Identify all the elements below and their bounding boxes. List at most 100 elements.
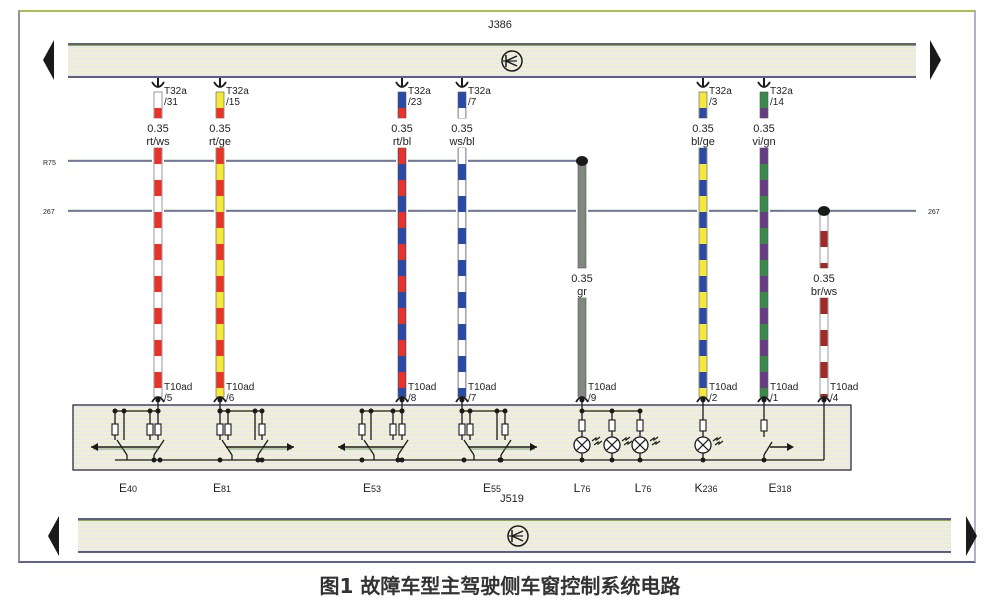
wire-color-label: rt/bl (393, 136, 411, 148)
wire-stripe (820, 298, 828, 314)
component-label-k236: K236 (694, 481, 717, 495)
wire-stripe (398, 244, 406, 260)
component-label-e55: E55 (483, 481, 501, 495)
junction-dot (121, 408, 127, 414)
module-j386: J386 (43, 19, 941, 80)
resistor-icon (608, 419, 616, 432)
bottom-connector-label: T10ad (408, 382, 436, 393)
wire-stripe (154, 340, 162, 356)
wire-stripe (760, 276, 768, 292)
wire-stripe (699, 276, 707, 292)
junction-dot (502, 408, 508, 414)
wire-gauge-label: 0.35 (813, 273, 834, 285)
component-label-e40: E40 (119, 481, 137, 495)
wire-stripe (458, 212, 466, 228)
wire-stripe (216, 180, 224, 196)
connector-icon (696, 396, 710, 403)
wire-stripe (578, 298, 586, 314)
bus-r75: R75 (43, 159, 582, 167)
junction-dot (390, 408, 396, 414)
top-pin-label: /7 (468, 97, 477, 108)
wire-color-label: vi/gn (752, 136, 775, 148)
module-j386-label: J386 (488, 19, 512, 31)
module-j519-components (72, 400, 852, 471)
arrow-icon (287, 443, 294, 451)
left-arrow-icon (48, 516, 59, 556)
bottom-pin-label: /8 (408, 393, 417, 404)
wire-stripe (154, 244, 162, 260)
switch-lever (763, 441, 773, 456)
junction-dot (252, 408, 258, 414)
diagram-frame (18, 10, 976, 563)
arrow-icon (787, 443, 794, 451)
wire-stripe (458, 308, 466, 324)
connector-icon (757, 396, 771, 403)
wire-stripe (458, 180, 466, 196)
figure-caption: 图1 故障车型主驾驶侧车窗控制系统电路 (319, 574, 681, 598)
lamp-cross (696, 438, 710, 452)
wire-stripe (578, 245, 586, 261)
bottom-pin-label: /7 (468, 393, 477, 404)
wiring-diagram: J386 R75 267 267 T32a/310.35rt/wsT10ad/5… (43, 19, 977, 556)
light-rays-icon (621, 436, 633, 446)
bottom-pin-label: /4 (830, 393, 839, 404)
top-pin-label: /3 (709, 97, 718, 108)
junction-dot (359, 457, 365, 463)
module-j519 (48, 516, 977, 556)
wire-stripe (216, 244, 224, 260)
wire-stripe (154, 372, 162, 388)
resistor-icon (358, 423, 366, 436)
connector-icon (395, 81, 409, 88)
lamp-icon (573, 436, 603, 454)
wire-color-label: br/ws (811, 286, 838, 298)
wire-stripe (154, 276, 162, 292)
arrow-icon (530, 443, 537, 451)
wire-stripe (760, 180, 768, 196)
bottom-connector-label: T10ad (468, 382, 496, 393)
wire-stripe (699, 212, 707, 228)
bus-267-label: 267 (43, 209, 55, 216)
wire-stripe (216, 108, 224, 118)
wire-stripe (760, 372, 768, 388)
resistor-icon (458, 423, 466, 436)
bus-267-label-right: 267 (928, 209, 940, 216)
junction-dot (359, 408, 365, 414)
component-label-e81: E81 (213, 481, 231, 495)
wire-stripe (760, 244, 768, 260)
junction-dot (225, 408, 231, 414)
bottom-pin-label: /5 (164, 393, 173, 404)
wire-stripe (458, 340, 466, 356)
arrow-icon (338, 443, 345, 451)
wire-stripe (760, 308, 768, 324)
wire-stripe (578, 181, 586, 197)
component-label-e53: E53 (363, 481, 381, 495)
resistor-icon (578, 419, 586, 432)
ground-potential-icon (501, 50, 523, 72)
wire-stripe (154, 180, 162, 196)
left-arrow-icon (43, 40, 54, 80)
wire-stripe (216, 340, 224, 356)
wire-stripe (699, 340, 707, 356)
wire-stripe (458, 108, 466, 118)
bottom-pin-label: /6 (226, 393, 235, 404)
resistor-icon (501, 423, 509, 436)
junction-dot (467, 408, 473, 414)
wire-stripe (216, 148, 224, 164)
lamp-cross (633, 438, 647, 452)
wire-stripe (699, 148, 707, 164)
wire-stripe (820, 362, 828, 378)
connector-icon (757, 81, 771, 88)
component-label-l76: L76 (635, 481, 652, 495)
right-arrow-icon (966, 516, 977, 556)
wire-gauge-label: 0.35 (692, 123, 713, 135)
wire-stripe (398, 148, 406, 164)
bottom-pin-label: /9 (588, 393, 597, 404)
connector-icon (213, 81, 227, 88)
top-connector-label: T32a (226, 86, 249, 97)
bottom-pin-label: /1 (770, 393, 779, 404)
resistor-icon (224, 423, 232, 436)
